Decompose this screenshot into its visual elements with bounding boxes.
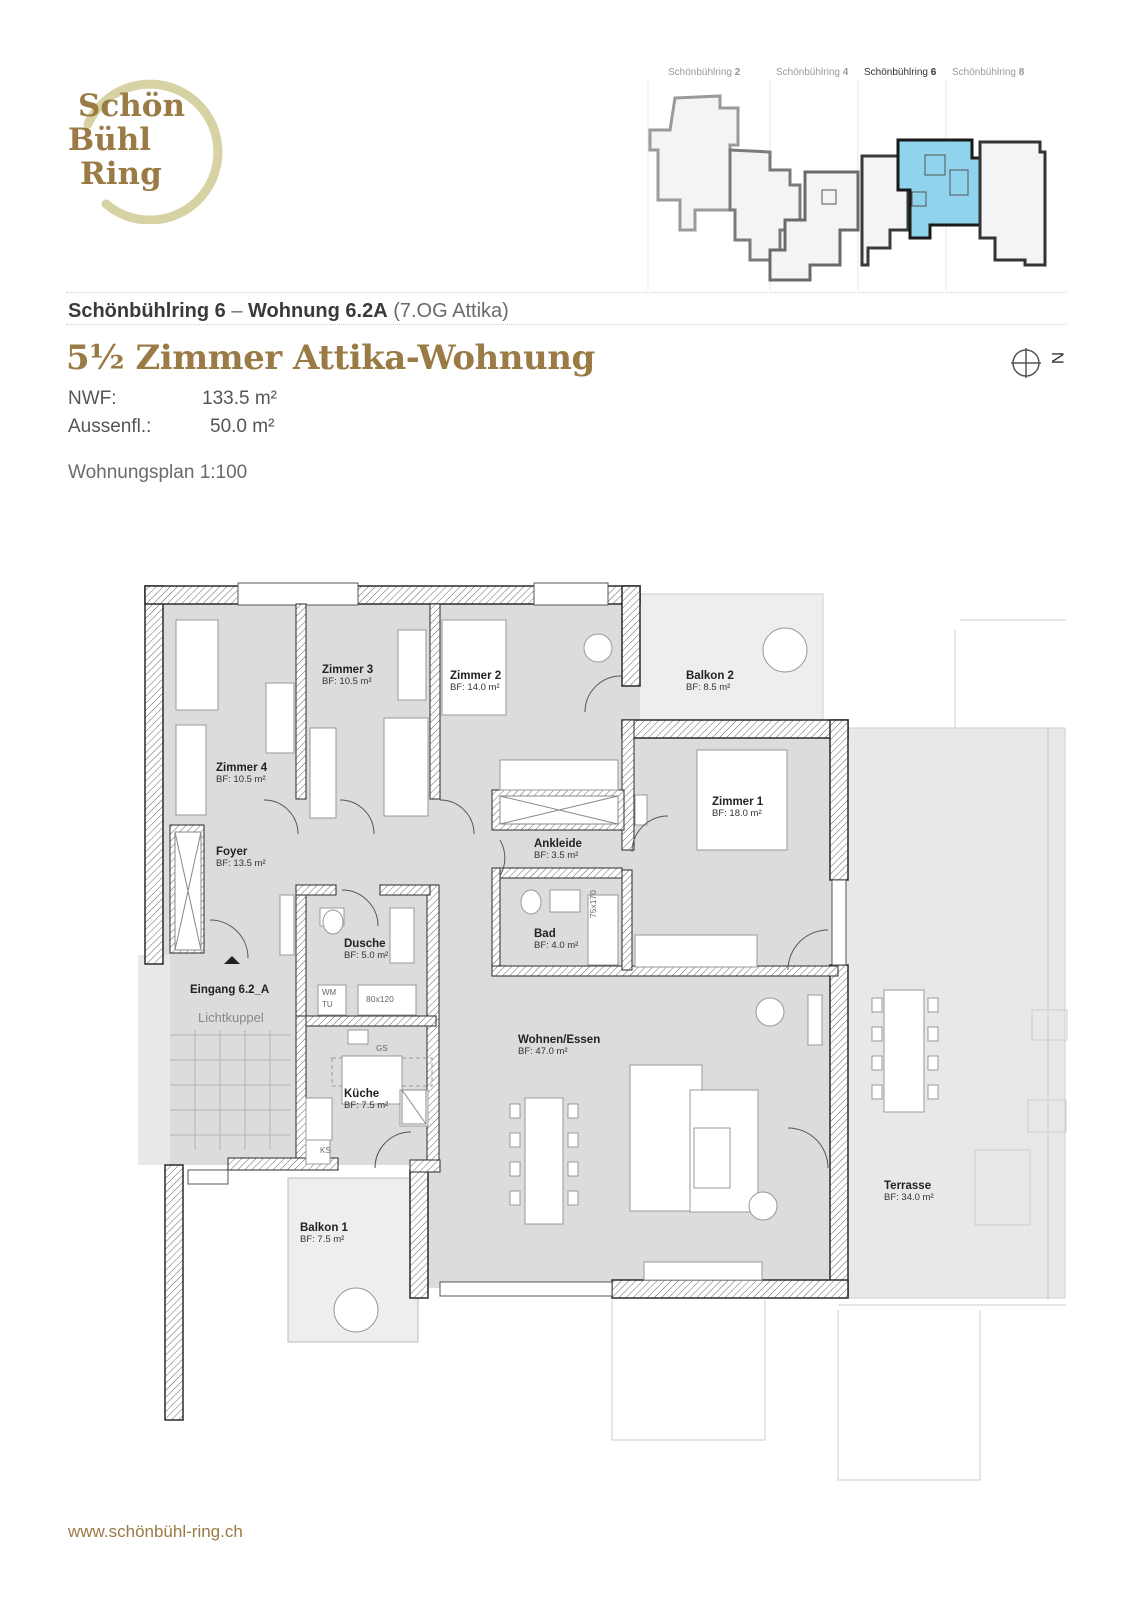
site-key-plan <box>647 80 1047 290</box>
plan-scale: Wohnungsplan 1:100 <box>68 462 248 483</box>
room-name: Zimmer 3 <box>322 664 374 676</box>
room-area: BF: 3.5 m² <box>534 850 579 861</box>
north-arrow: N <box>1011 348 1067 378</box>
room-bad: Bad BF: 4.0 m² <box>534 928 578 951</box>
terrasse-area <box>844 727 1066 1299</box>
room-name: Ankleide <box>534 838 582 850</box>
room-ankleide: Ankleide BF: 3.5 m² <box>534 838 582 861</box>
room-area: BF: 4.0 m² <box>534 940 579 951</box>
nwf-label: NWF: <box>68 388 117 409</box>
shower-size-label: 80x120 <box>366 994 394 1004</box>
room-name: Dusche <box>344 938 386 950</box>
wm-label: WM <box>322 988 337 997</box>
wall-west <box>144 585 164 965</box>
address: Schönbühlring 6 <box>68 300 226 322</box>
logo-line-1: Schön <box>78 88 186 124</box>
room-area: BF: 18.0 m² <box>712 808 762 819</box>
room-area: BF: 47.0 m² <box>518 1046 568 1057</box>
aussen-label: Aussenfl.: <box>68 416 152 437</box>
room-name: Balkon 2 <box>686 670 734 682</box>
divider-middle <box>66 324 1066 325</box>
room-area: BF: 13.5 m² <box>216 858 266 869</box>
room-area: BF: 14.0 m² <box>450 682 500 693</box>
nwf-value: 133.5 m² <box>202 388 277 409</box>
room-name: Foyer <box>216 846 248 858</box>
lichtkuppel-label: Lichtkuppel <box>198 1010 264 1025</box>
site-tab-6[interactable]: Schönbühlring 6 <box>864 67 937 78</box>
room-name: Wohnen/Essen <box>518 1034 601 1046</box>
room-balkon-1: Balkon 1 BF: 7.5 m² <box>300 1222 348 1245</box>
unit-number: Wohnung 6.2A <box>248 300 388 322</box>
wall-zimmer2-east <box>621 585 641 687</box>
room-terrasse: Terrasse BF: 34.0 m² <box>884 1180 934 1203</box>
room-area: BF: 10.5 m² <box>216 774 266 785</box>
wall-south-east <box>611 1279 849 1299</box>
wall-wohnen-west <box>409 1169 429 1299</box>
ks-label: KS <box>320 1146 331 1155</box>
aussen-value: 50.0 m² <box>210 416 275 437</box>
wall-stair-west <box>164 1164 184 1421</box>
logo-line-2: Bühl <box>68 122 152 158</box>
room-name: Bad <box>534 928 556 940</box>
page-title: 5½ Zimmer Attika-Wohnung <box>66 338 595 378</box>
room-zimmer-1: Zimmer 1 BF: 18.0 m² <box>712 796 763 819</box>
bathtub-size-label: 75x170 <box>588 890 598 918</box>
room-area: BF: 10.5 m² <box>322 676 372 687</box>
room-area: BF: 7.5 m² <box>344 1100 389 1111</box>
room-eingang: Eingang 6.2_A <box>190 984 269 996</box>
room-area: BF: 7.5 m² <box>300 1234 345 1245</box>
room-foyer: Foyer BF: 13.5 m² <box>216 846 266 869</box>
room-wohnen-essen: Wohnen/Essen BF: 47.0 m² <box>518 1034 600 1057</box>
room-zimmer-2: Zimmer 2 BF: 14.0 m² <box>450 670 501 693</box>
wall-zimmer1-east <box>829 719 849 881</box>
site-tab-4[interactable]: Schönbühlring 4 <box>776 67 849 78</box>
floor-info: (7.OG Attika) <box>393 300 509 322</box>
room-area: BF: 8.5 m² <box>686 682 731 693</box>
compass-icon <box>1011 348 1041 378</box>
room-name: Balkon 1 <box>300 1222 348 1234</box>
room-zimmer-4: Zimmer 4 BF: 10.5 m² <box>216 762 267 785</box>
room-area: BF: 5.0 m² <box>344 950 389 961</box>
wall-wohnen-east <box>829 964 849 1296</box>
room-name: Zimmer 4 <box>216 762 268 774</box>
divider-top <box>66 292 1066 293</box>
room-name: Terrasse <box>884 1180 932 1192</box>
website-link[interactable]: www.schönbühl-ring.ch <box>68 1522 243 1541</box>
logo-line-3: Ring <box>80 156 162 192</box>
room-name: Zimmer 2 <box>450 670 502 682</box>
site-tab-2[interactable]: Schönbühlring 2 <box>668 67 741 78</box>
gs-label: GS <box>376 1044 388 1053</box>
room-name: Küche <box>344 1088 380 1100</box>
room-zimmer-3: Zimmer 3 BF: 10.5 m² <box>322 664 373 687</box>
wall-zimmer1-north <box>621 719 849 739</box>
site-tab-8[interactable]: Schönbühlring 8 <box>952 67 1025 78</box>
separator: – <box>231 300 243 322</box>
unit-subtitle: Schönbühlring 6 – Wohnung 6.2A (7.OG Att… <box>68 300 509 323</box>
logo-ring-icon <box>83 79 223 225</box>
room-area: BF: 34.0 m² <box>884 1192 934 1203</box>
room-name: Eingang 6.2_A <box>190 984 270 996</box>
room-dusche: Dusche BF: 5.0 m² <box>344 938 388 961</box>
brand-logo: Schön Bühl Ring <box>66 64 226 225</box>
tu-label: TU <box>322 1000 333 1009</box>
entrance-arrow-icon <box>224 956 240 964</box>
room-kueche: Küche BF: 7.5 m² <box>344 1088 388 1111</box>
room-name: Zimmer 1 <box>712 796 764 808</box>
room-balkon-2: Balkon 2 BF: 8.5 m² <box>686 670 734 693</box>
